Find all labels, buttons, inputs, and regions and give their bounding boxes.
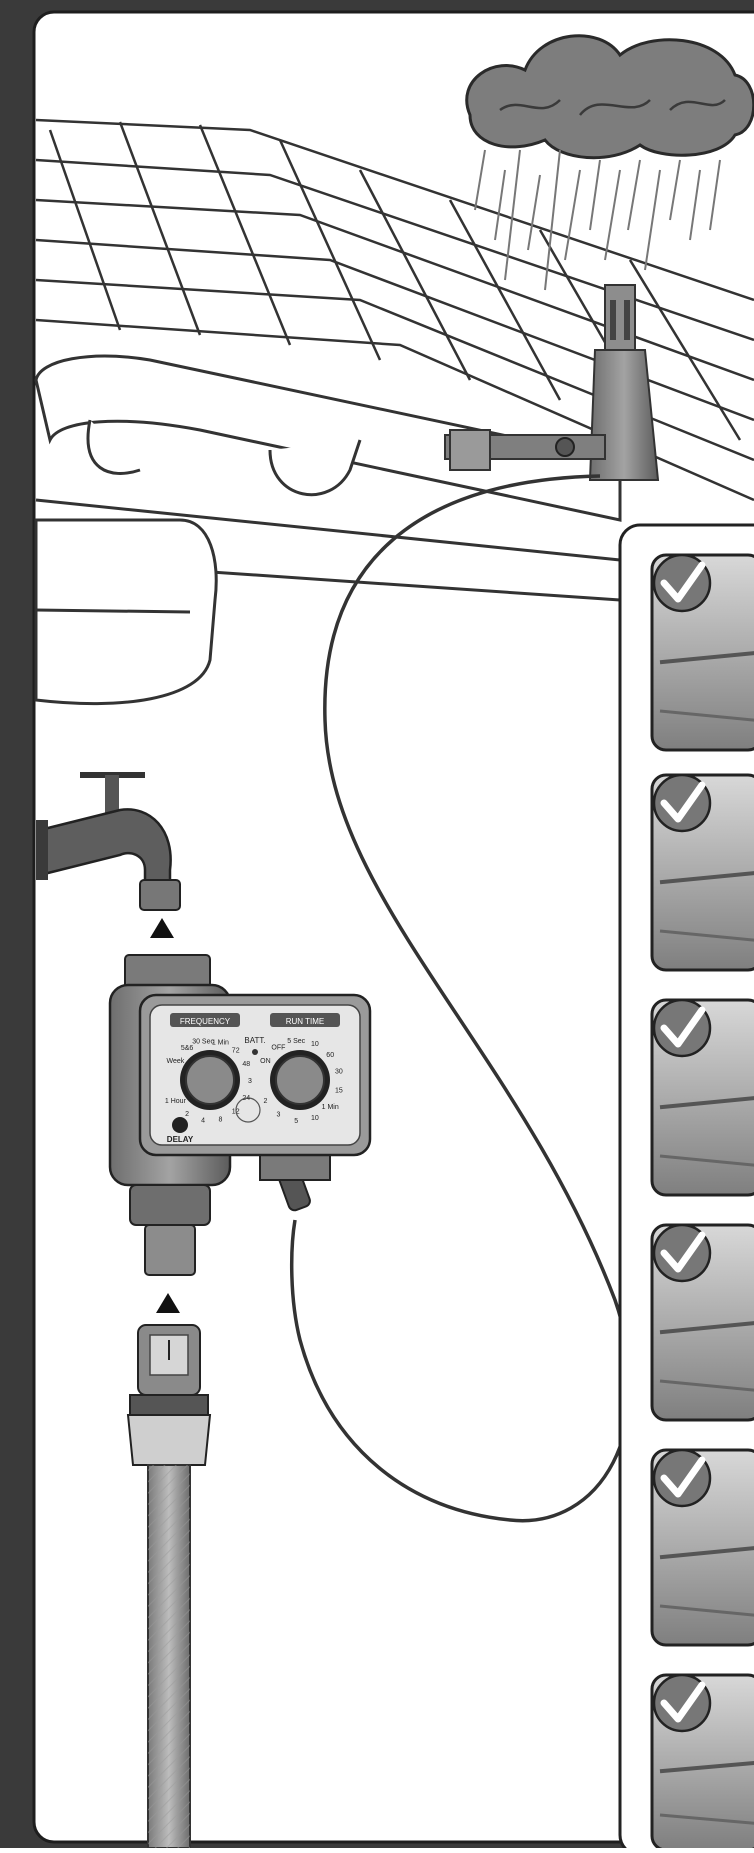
frequency-dial-label-4: 72 bbox=[232, 1047, 240, 1054]
frequency-dial-label-0: Week bbox=[167, 1058, 185, 1065]
frequency-dial-label-9: 8 bbox=[218, 1117, 222, 1124]
run-time-dial-label-11: 2 bbox=[263, 1098, 267, 1105]
frequency-dial-label-11: 2 bbox=[185, 1111, 189, 1118]
frequency-dial-label-10: 4 bbox=[201, 1117, 205, 1124]
panel-pipes bbox=[652, 775, 754, 970]
application-panels bbox=[620, 525, 754, 1848]
run-time-dial bbox=[276, 1056, 324, 1104]
run-time-dial-label-2: 5 Sec bbox=[287, 1038, 305, 1045]
battery-label: BATT. bbox=[244, 1036, 265, 1045]
delay-button bbox=[172, 1117, 188, 1133]
frequency-dial-label-12: 1 Hour bbox=[165, 1098, 187, 1105]
frequency-dial bbox=[186, 1056, 234, 1104]
checkmark-icon bbox=[654, 555, 710, 611]
frequency-dial-label-1: 5&6 bbox=[181, 1045, 194, 1052]
run-time-dial-label-7: 1 Min bbox=[322, 1104, 339, 1111]
battery-led-icon bbox=[252, 1049, 258, 1055]
frequency-label: FREQUENCY bbox=[180, 1017, 231, 1026]
hose-connector bbox=[128, 1325, 210, 1465]
panel-connector bbox=[652, 1450, 754, 1645]
checkmark-icon bbox=[654, 1675, 710, 1731]
checkmark-icon bbox=[654, 1225, 710, 1281]
checkmark-icon bbox=[654, 1000, 710, 1056]
panel-post bbox=[652, 1675, 754, 1848]
delay-label: DELAY bbox=[167, 1135, 194, 1144]
panel-sprinkler bbox=[652, 555, 754, 750]
frequency-dial-label-5: 48 bbox=[242, 1061, 250, 1068]
run-time-dial-label-3: 10 bbox=[311, 1041, 319, 1048]
panel-plants bbox=[652, 1000, 754, 1195]
run-time-dial-label-5: 30 bbox=[335, 1069, 343, 1076]
run-time-label: RUN TIME bbox=[286, 1017, 325, 1026]
frequency-dial-label-6: 3 bbox=[248, 1078, 252, 1085]
panel-hedge bbox=[652, 1225, 754, 1420]
run-time-dial-label-10: 3 bbox=[276, 1112, 280, 1119]
downpipe bbox=[36, 520, 216, 704]
checkmark-icon bbox=[654, 1450, 710, 1506]
run-time-dial-label-4: 60 bbox=[326, 1052, 334, 1059]
run-time-dial-label-1: OFF bbox=[271, 1044, 285, 1051]
checkmark-icon bbox=[654, 775, 710, 831]
run-time-dial-label-8: 10 bbox=[311, 1115, 319, 1122]
mount-screw-icon bbox=[556, 438, 574, 456]
run-time-dial-label-0: ON bbox=[260, 1058, 271, 1065]
run-time-dial-label-6: 15 bbox=[335, 1087, 343, 1094]
frequency-dial-label-3: 1 Min bbox=[212, 1039, 229, 1046]
garden-hose bbox=[148, 1465, 190, 1848]
run-time-dial-label-9: 5 bbox=[294, 1118, 298, 1125]
